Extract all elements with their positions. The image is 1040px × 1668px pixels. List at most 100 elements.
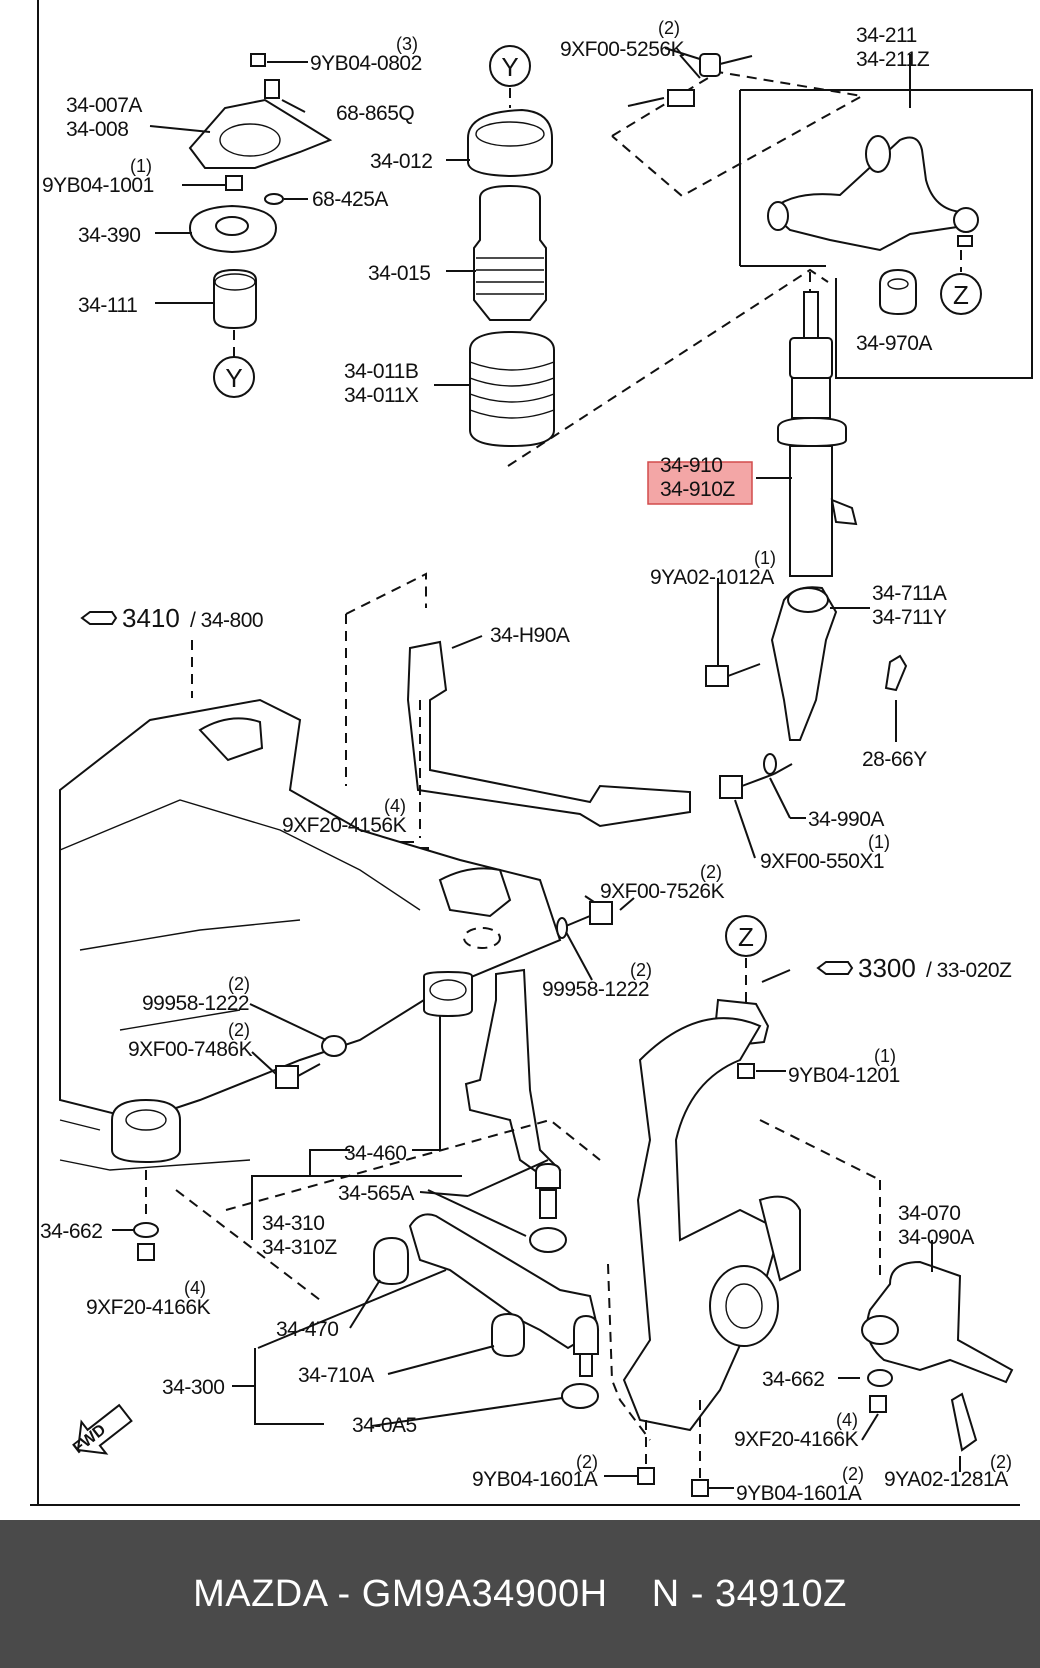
nut-icon [637,1467,655,1485]
circle-label-y: Y [225,363,242,393]
qty: (1) [130,156,152,176]
part-label: 34-211 [856,24,917,47]
assembly-dash [507,268,829,467]
washer-icon [556,917,568,939]
bolt-head-icon [719,775,743,799]
qty: (2) [700,862,722,882]
crossmember [59,640,562,1171]
ball-joint-icon [535,1162,561,1189]
part-label: 28-66Y [862,748,927,771]
part-label: 34-310Z [262,1236,337,1259]
part-label: 9YB04-0802 [310,52,422,75]
part-label: 34-111 [78,294,137,317]
mount-boss [438,867,512,918]
part-label-34-910: 34-910 [660,454,722,477]
boot-group [434,45,555,448]
circle-label-y: Y [501,52,518,82]
bushing-icon [865,135,891,173]
washer-icon [867,1369,893,1387]
nut-icon [250,53,266,67]
qty: (2) [228,974,250,994]
boot-icon [561,1383,599,1409]
washer-icon [133,1222,159,1238]
qty: (4) [384,796,406,816]
qty: (1) [754,548,776,568]
bolt-icon [264,79,280,99]
knuckle-upper-group [705,578,908,859]
part-label: 34-460 [344,1142,406,1165]
part-label: 34-H90A [490,624,570,647]
oring-icon [264,193,284,205]
part-label: 68-425A [312,188,388,211]
ref-circle-y-left [213,356,255,398]
dust-boot [473,184,547,321]
part-label: 9XF00-5256K [560,38,685,61]
qty: (1) [868,832,890,852]
strut-mount-group [149,53,333,398]
qty: (1) [874,1046,896,1066]
nut-icon [869,1395,887,1413]
bolt-icon [950,1392,978,1452]
part-label: 34-011B [344,360,418,383]
part-label: 34-990A [808,808,884,831]
strut-assembly [647,272,858,577]
bump-rubber [213,268,257,330]
qty: (2) [990,1452,1012,1472]
part-label: 34-565A [338,1182,414,1205]
part-label: 34-662 [40,1220,102,1243]
clip-icon [884,654,908,692]
washer-icon [763,753,777,775]
boot-icon [529,1227,567,1253]
upper-arm-group [627,47,1033,379]
part-label: 68-865Q [336,102,414,125]
ref-circle-z-top [940,273,982,315]
compression-rod [464,968,562,1182]
part-label: 34-711A [872,582,947,605]
part-label: 9YB04-1001 [42,174,154,197]
ball-joint-icon [573,1314,599,1355]
ball-joint-icon [953,207,979,233]
strut-body [789,445,833,577]
ref-3410-sub: / 34-800 [190,609,263,632]
part-number-caption: MAZDA - GM9A34900H N - 34910Z [193,1572,847,1615]
part-label: 9XF20-4156K [282,814,407,837]
lower-arm-34-460 [175,968,601,1301]
stabilizer-bracket [406,640,691,828]
part-label: 9XF20-4166K [734,1428,859,1451]
part-label: 34-390 [78,224,140,247]
nut-icon [137,1243,155,1261]
part-label: 34-662 [762,1368,824,1391]
qty: (4) [836,1410,858,1430]
part-label: 34-090A [898,1226,974,1249]
ref-3300: 3300 [858,953,916,983]
part-label: 9YB04-1601A [736,1482,862,1505]
highlight-box [647,461,753,505]
circle-label-z: Z [738,922,754,952]
circle-label-z: Z [953,280,969,310]
lower-left-fasteners [112,1170,159,1261]
qty: (2) [630,960,652,980]
lower-arm-34-300 [232,1213,651,1441]
part-label: 34-015 [368,262,430,285]
part-label: 9XF00-7486K [128,1038,253,1061]
part-label: 9XF00-7526K [600,880,725,903]
strut-rod [803,291,819,339]
qty: (2) [658,18,680,38]
bushing-icon [491,1312,525,1358]
part-label: 99958-1222 [142,992,249,1015]
bolt-head-icon [705,665,729,687]
washer-icon [321,1035,347,1057]
part-label: 34-211Z [856,48,930,71]
part-label: 34-008 [66,118,128,141]
ref-3410: 3410 [122,603,180,633]
ref-3300-sub: / 33-020Z [926,959,1012,982]
bushing-34-970a [879,268,917,316]
part-label: 9XF20-4166K [86,1296,211,1319]
part-label: 9YB04-1601A [472,1468,598,1491]
part-label-34-910z: 34-910Z [660,478,735,501]
nut-icon [691,1479,709,1497]
nut-icon [225,175,243,191]
qty: (2) [228,1020,250,1040]
pointer-hand-icon [80,611,118,625]
part-label: 34-310 [262,1212,324,1235]
